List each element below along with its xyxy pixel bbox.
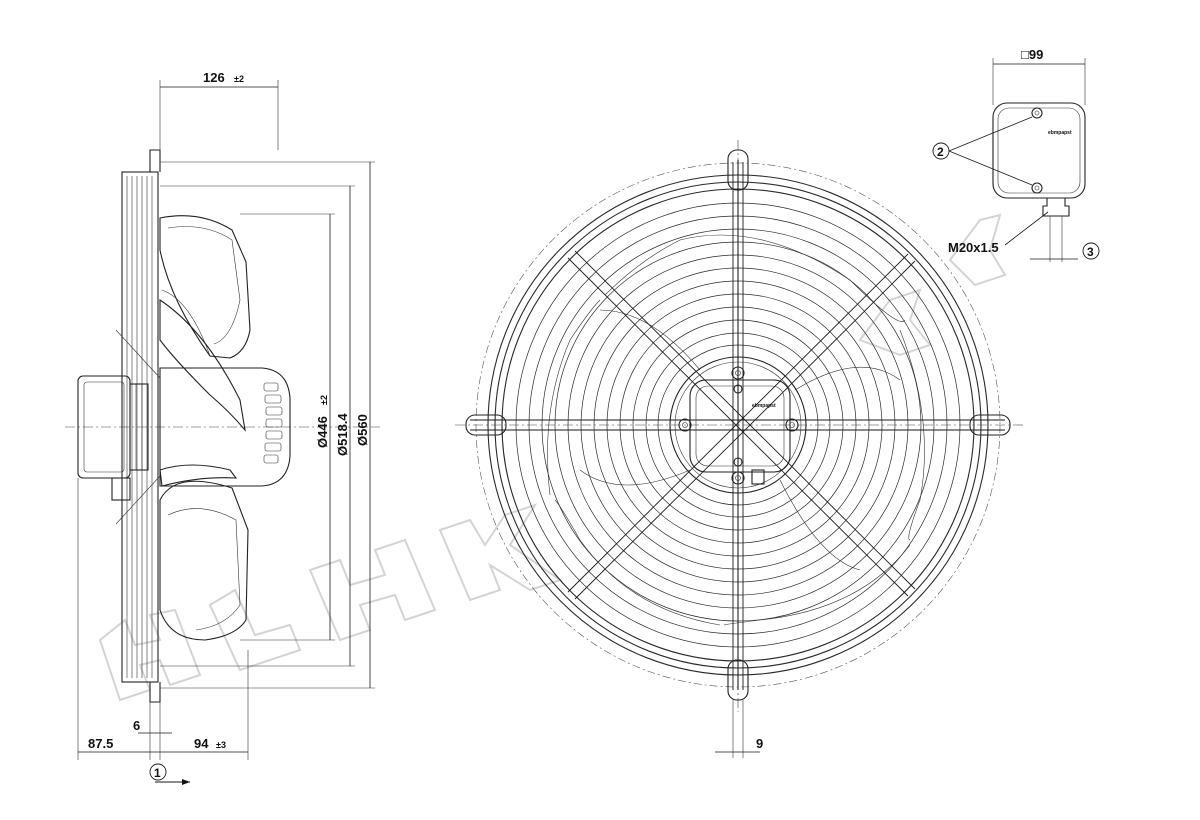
hub-screws	[678, 366, 799, 485]
dim-front-tol: ±3	[216, 740, 226, 750]
marker-1: 1	[154, 766, 161, 780]
dim-depth: 126	[203, 70, 225, 85]
rotor-cooling-slots	[263, 382, 283, 464]
dim-box-width: □99	[1021, 47, 1043, 62]
dim-front: 94	[194, 736, 209, 751]
terminal-box-detail: □99 ebmpapst 2 M20x1.5 3	[932, 47, 1100, 262]
dim-depth-tol: ±2	[234, 74, 244, 84]
hub-brand-label: ebmpapst	[752, 403, 776, 409]
guard-spokes	[470, 160, 1005, 690]
dim-hub: Ø446	[315, 416, 330, 448]
box-brand-label: ebmpapst	[1048, 130, 1072, 136]
blades-front	[547, 234, 925, 626]
dim-hub-tol: ±2	[319, 395, 329, 405]
dim-mount: Ø518.4	[335, 413, 350, 456]
dim-flange: 6	[133, 718, 140, 733]
side-view: 126 ±2 Ø446 ±2 Ø518.4 Ø560 6 87.5 94 ±3 …	[65, 70, 380, 785]
front-view: ebmpapst 9	[455, 140, 1025, 758]
marker-2: 2	[937, 145, 944, 159]
dim-rear: 87.5	[88, 736, 113, 751]
marker-3: 3	[1087, 245, 1094, 259]
watermark	[98, 213, 1007, 702]
dim-tab: 9	[756, 736, 763, 751]
thread-label: M20x1.5	[948, 240, 999, 255]
dim-outer: Ø560	[355, 414, 370, 446]
